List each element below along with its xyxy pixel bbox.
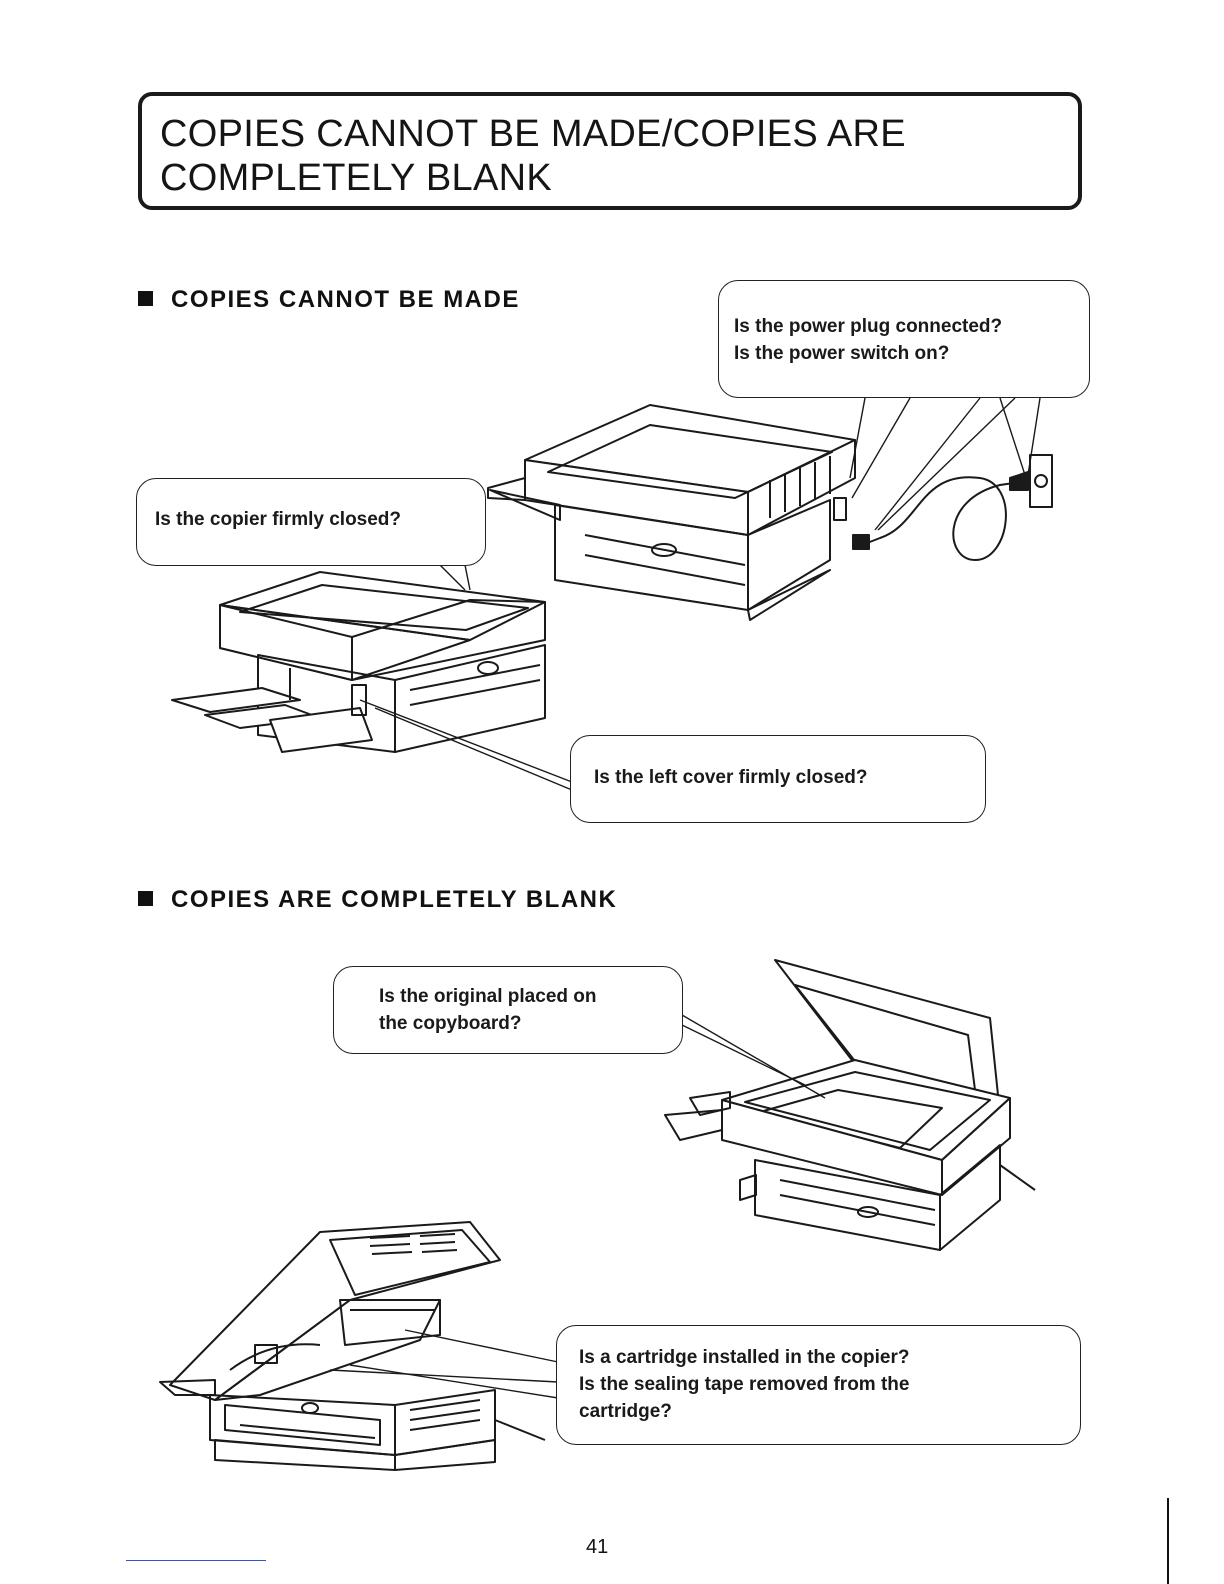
section-heading-text: COPIES ARE COMPLETELY BLANK <box>171 886 618 913</box>
callout-cartridge-line-1: Is a cartridge installed in the copier? <box>579 1347 910 1368</box>
callout-left-cover-text: Is the left cover firmly closed? <box>594 767 868 788</box>
callout-power-line-2: Is the power switch on? <box>734 343 950 364</box>
callout-left-cover: Is the left cover firmly closed? <box>570 735 986 823</box>
copier-illustration-original <box>664 959 1036 1251</box>
callout-power-line-1: Is the power plug connected? <box>734 316 1003 337</box>
callout-original-line-2: the copyboard? <box>379 1013 522 1034</box>
page-title-line-1: COPIES CANNOT BE MADE/COPIES ARE <box>160 113 906 155</box>
section-heading-text: COPIES CANNOT BE MADE <box>171 286 520 313</box>
callout-cartridge-line-3: cartridge? <box>579 1401 672 1422</box>
page-title-line-2: COMPLETELY BLANK <box>160 157 552 199</box>
callout-cartridge: Is a cartridge installed in the copier? … <box>556 1325 1081 1445</box>
section-heading-completely-blank: COPIES ARE COMPLETELY BLANK <box>138 886 617 914</box>
callout-power: Is the power plug connected? Is the powe… <box>718 280 1090 398</box>
copier-illustration-closed <box>171 571 546 753</box>
footer-rule <box>126 1560 266 1561</box>
callout-original-line-1: Is the original placed on <box>379 986 597 1007</box>
copier-illustration-power <box>487 404 1053 621</box>
page-edge-line <box>1167 1498 1169 1584</box>
callout-copier-closed-text: Is the copier firmly closed? <box>155 509 402 530</box>
copier-illustration-cartridge <box>159 1221 546 1471</box>
callout-original: Is the original placed on the copyboard? <box>333 966 683 1054</box>
callout-cartridge-line-2: Is the sealing tape removed from the <box>579 1374 910 1395</box>
section-heading-cannot-be-made: COPIES CANNOT BE MADE <box>138 286 520 314</box>
page-title: COPIES CANNOT BE MADE/COPIES ARE COMPLET… <box>160 112 906 200</box>
page-number: 41 <box>586 1536 609 1558</box>
title-box <box>138 92 1082 210</box>
callout-copier-closed: Is the copier firmly closed? <box>136 478 486 566</box>
square-bullet-icon <box>138 291 153 306</box>
square-bullet-icon <box>138 891 153 906</box>
